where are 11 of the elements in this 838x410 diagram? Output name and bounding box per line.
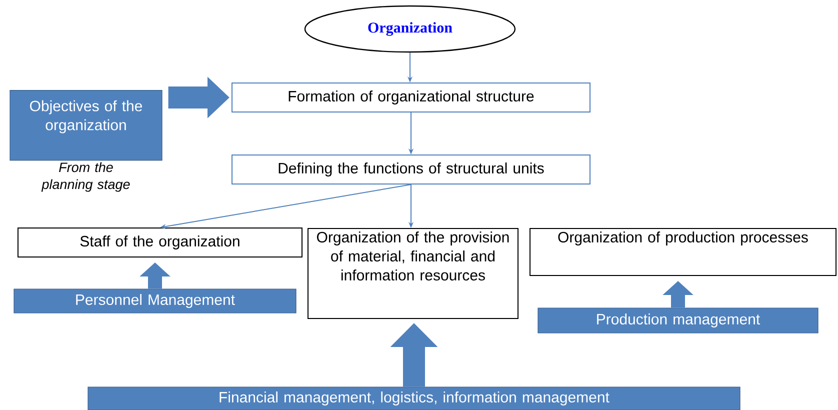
oval-node: Organization — [304, 5, 516, 53]
process-box: Organization of the provision of material, financial and information resources — [308, 228, 518, 319]
process-box: Defining the functions of structural units — [232, 154, 590, 184]
management-band: Personnel Management — [14, 288, 296, 314]
node-label: From the planning stage — [41, 162, 130, 192]
process-box: Organization of production processes — [530, 228, 836, 276]
objective-box: Objectives of the organization — [10, 90, 162, 161]
process-box: Formation of organizational structure — [232, 82, 590, 112]
management-band: Production management — [538, 308, 818, 334]
process-box: Staff of the organization — [18, 228, 302, 258]
management-band: Financial management, logistics, information management — [88, 386, 740, 410]
